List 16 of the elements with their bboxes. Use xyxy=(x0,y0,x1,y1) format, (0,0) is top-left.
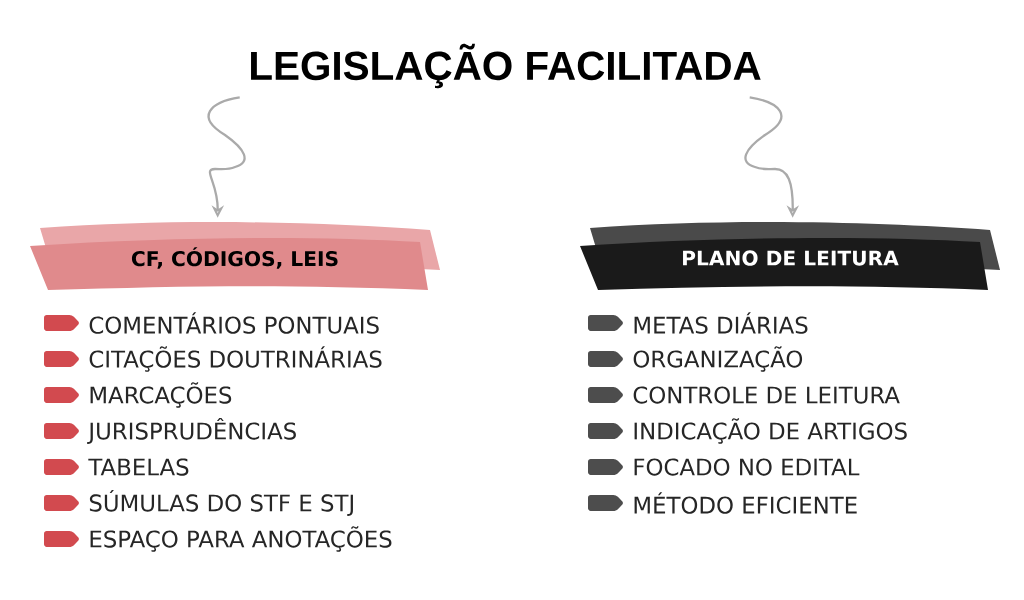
list-item: TABELAS xyxy=(88,458,189,476)
list-item: JURISPRUDÊNCIAS xyxy=(87,418,296,444)
list-item: METAS DIÁRIAS xyxy=(634,312,808,334)
list-item: CONTROLE DE LEITURA xyxy=(633,386,900,404)
list-item: INDICAÇÃO DE ARTIGOS xyxy=(634,418,907,444)
brush-banner: PLANO DE LEITURA xyxy=(580,222,1000,290)
list-item: COMENTÁRIOS PONTUAIS xyxy=(89,312,379,334)
list-item: MÉTODO EFICIENTE xyxy=(634,492,857,514)
list-item: ESPAÇO PARA ANOTAÇÕES xyxy=(90,526,392,552)
list-item: FOCADO NO EDITAL xyxy=(634,458,860,476)
title-text: LEGISLAÇÃO FACILITADA xyxy=(251,43,761,89)
brush-banner: CF, CÓDIGOS, LEIS xyxy=(30,222,440,290)
list-item: ORGANIZAÇÃO xyxy=(633,346,803,372)
list-item: SÚMULAS DO STF E STJ xyxy=(89,490,353,516)
list-item: CITAÇÕES DOUTRINÁRIAS xyxy=(89,346,382,372)
list-item: MARCAÇÕES xyxy=(90,382,232,408)
